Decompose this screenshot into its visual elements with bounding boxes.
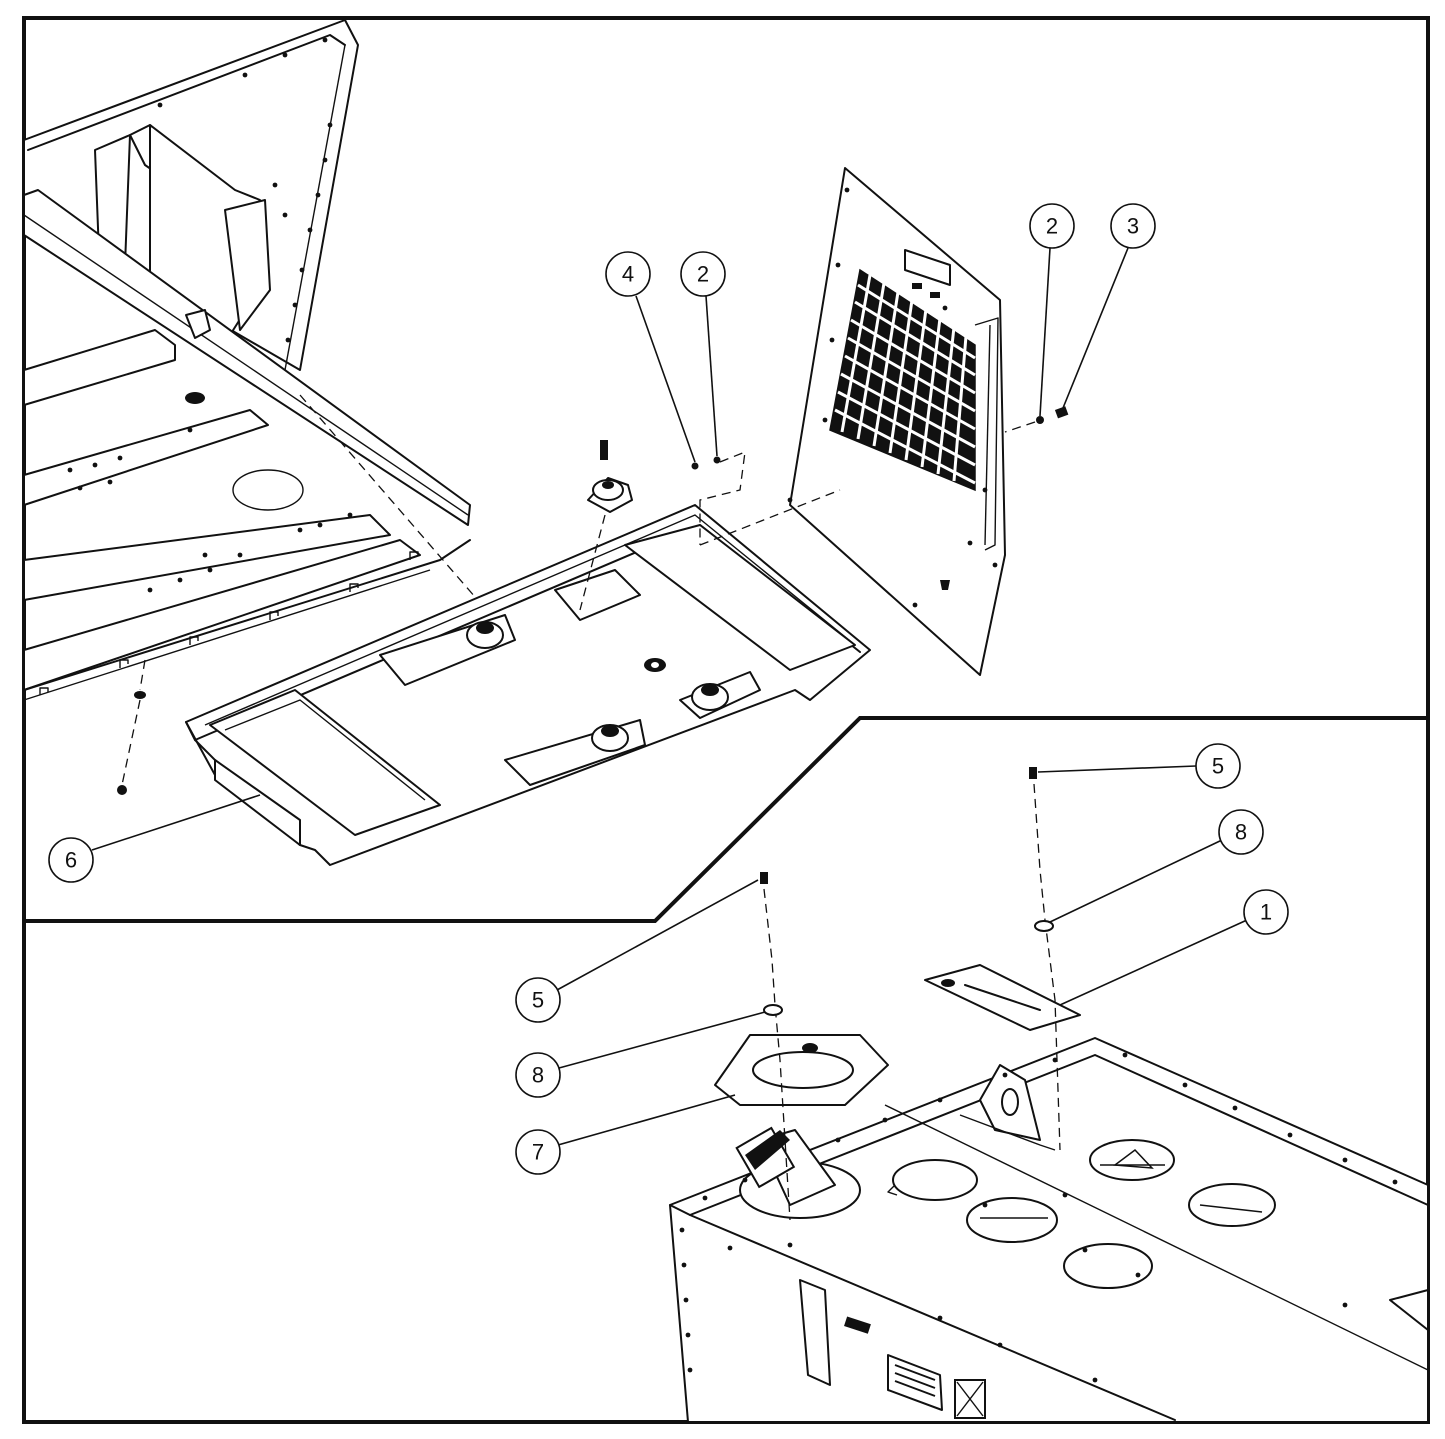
callout-6-label: 6 <box>65 848 77 873</box>
callout-2-top-left: 2 <box>680 251 726 457</box>
cabinet-frame <box>23 19 471 701</box>
grille-mesh <box>834 274 976 485</box>
callout-2a-label: 2 <box>697 262 709 287</box>
callout-7-label: 7 <box>532 1140 544 1165</box>
callout-5a-label: 5 <box>1212 754 1224 779</box>
callout-5-right: 5 <box>1037 743 1241 789</box>
callout-8b-label: 8 <box>532 1063 544 1088</box>
callout-8a-label: 8 <box>1235 820 1247 845</box>
callout-8-right: 8 <box>1049 809 1264 923</box>
callout-1-label: 1 <box>1260 900 1272 925</box>
lower-fastener <box>117 659 146 795</box>
callout-4-label: 4 <box>622 262 634 287</box>
isolator-mount <box>579 440 633 611</box>
callout-1: 1 <box>1059 889 1289 1006</box>
detail-divider <box>24 716 1428 923</box>
callout-2-top-right: 2 <box>1029 203 1075 417</box>
panel-alignment-line <box>699 489 841 546</box>
callout-6: 6 <box>48 794 261 883</box>
callout-7: 7 <box>515 1094 736 1175</box>
fasteners-4-2 <box>691 450 746 545</box>
callout-2b-label: 2 <box>1046 214 1058 239</box>
fasteners-2-3 <box>1004 406 1069 433</box>
octagon-flange <box>714 1034 889 1106</box>
alignment-line <box>299 394 496 621</box>
rear-grille-panel <box>787 167 1006 676</box>
left-fastener-stack <box>760 872 791 1221</box>
cabinet-top <box>669 1037 1429 1423</box>
callout-8-left: 8 <box>515 1011 766 1098</box>
callout-5-left: 5 <box>515 879 759 1023</box>
slotted-plate <box>924 964 1081 1031</box>
callout-3: 3 <box>1062 203 1156 409</box>
callout-3-label: 3 <box>1127 214 1139 239</box>
callout-4: 4 <box>605 251 696 463</box>
base-tray <box>185 504 871 866</box>
callout-5b-label: 5 <box>532 988 544 1013</box>
right-fastener-stack <box>1029 767 1061 1151</box>
